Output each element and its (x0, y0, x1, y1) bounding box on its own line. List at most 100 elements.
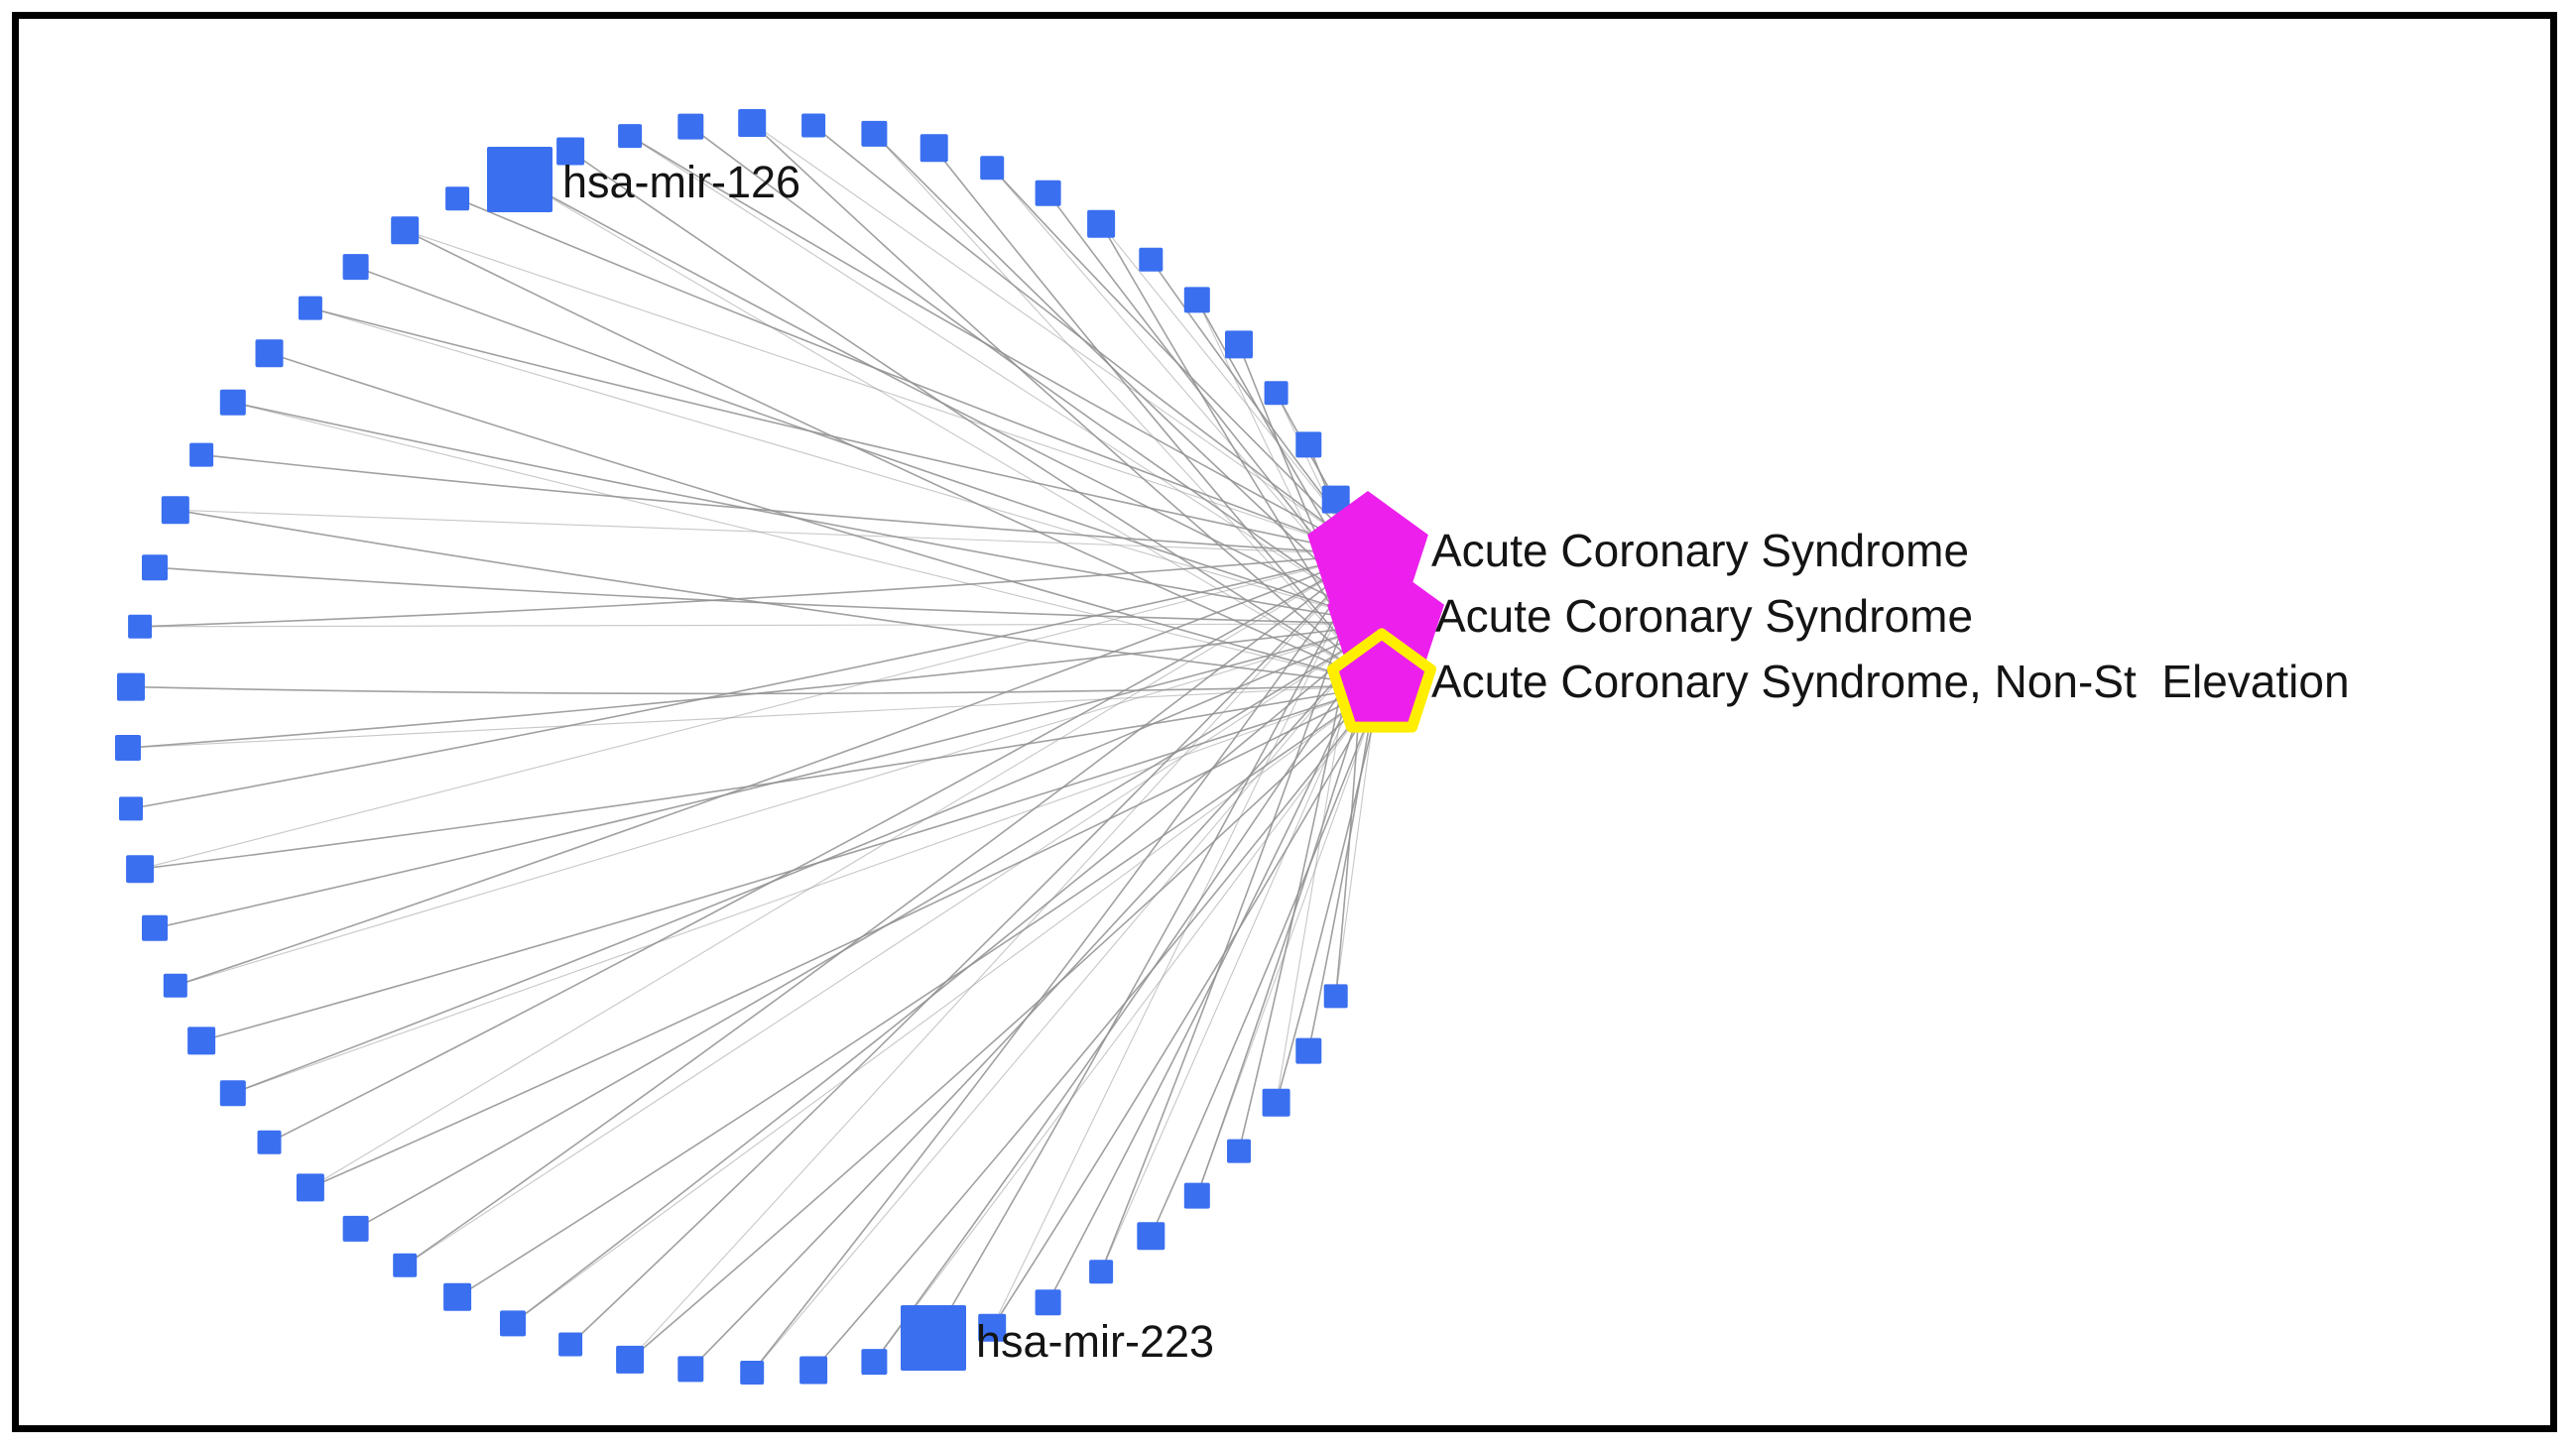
mirna-node[interactable] (119, 796, 143, 821)
mirna-node[interactable] (799, 1356, 828, 1385)
network-edge (269, 553, 1369, 1144)
mirna-node[interactable] (1227, 1139, 1251, 1163)
network-edge (456, 197, 1369, 555)
mirna-node[interactable] (558, 1332, 583, 1357)
mirna-node[interactable] (738, 109, 767, 137)
mirna-node[interactable] (677, 1356, 704, 1383)
mirna-node[interactable] (1321, 485, 1350, 514)
mirna-node[interactable] (1295, 431, 1322, 458)
mirna-node[interactable] (740, 1361, 765, 1385)
mirna-node[interactable] (1264, 381, 1288, 406)
network-edge (751, 122, 1369, 555)
mirna-node[interactable] (861, 120, 888, 147)
network-edge (1150, 684, 1383, 1237)
disease-label-acs-2: Acute Coronary Syndrome (1435, 590, 1973, 642)
mirna-node[interactable] (296, 1173, 324, 1202)
network-edge (232, 684, 1383, 1094)
mirna-node[interactable] (556, 137, 585, 166)
mirna-node[interactable] (161, 496, 189, 525)
mirna-node[interactable] (163, 973, 187, 998)
mirna-node[interactable] (677, 113, 704, 140)
mirna-node[interactable] (1139, 247, 1164, 272)
network-edge (175, 623, 1387, 987)
mirna-node[interactable] (618, 124, 643, 149)
network-edge (309, 553, 1369, 1188)
mirna-node[interactable] (1183, 287, 1210, 313)
mirna-node[interactable] (115, 735, 141, 761)
mirna-node[interactable] (393, 1253, 418, 1277)
disease-node-acs-nste[interactable] (1327, 628, 1436, 733)
network-edge (404, 623, 1387, 1267)
network-edge (991, 553, 1369, 1329)
label-layer: hsa-mir-126 hsa-mir-223 Acute Coronary Syn… (562, 157, 2350, 1367)
network-edge (873, 133, 1387, 625)
mirna-node[interactable] (1035, 180, 1061, 206)
mirna-node-labeled[interactable] (901, 1305, 966, 1371)
mirna-node[interactable] (128, 614, 153, 639)
network-edge (873, 684, 1383, 1363)
network-edge (154, 566, 1387, 625)
network-edge (932, 553, 1369, 1339)
mirna-node[interactable] (1262, 1088, 1290, 1117)
network-edge (355, 266, 1387, 625)
mirna-node[interactable] (1295, 1037, 1322, 1064)
network-edge (175, 509, 1369, 555)
mirna-node[interactable] (445, 186, 470, 211)
mirna-node[interactable] (1087, 209, 1116, 238)
mirna-node[interactable] (142, 554, 168, 581)
mirna-node[interactable] (980, 156, 1005, 181)
network-edge (269, 352, 1383, 686)
network-edge (404, 229, 1383, 686)
mirna-node[interactable] (342, 254, 369, 281)
network-edge (139, 553, 1369, 870)
mirna-node[interactable] (500, 1310, 526, 1337)
mirna-node[interactable] (920, 134, 948, 163)
mirna-node[interactable] (219, 1080, 246, 1107)
network-edge (629, 684, 1383, 1361)
mirna-node[interactable] (189, 442, 214, 467)
mirna-node[interactable] (257, 1130, 282, 1154)
network-edge (130, 684, 1383, 695)
mirna-node[interactable] (1035, 1289, 1061, 1316)
mirna-node[interactable] (1089, 1260, 1114, 1284)
mirna-node[interactable] (117, 672, 145, 701)
mirna-node[interactable] (255, 339, 284, 368)
network-edge (569, 150, 1383, 686)
mirna-node[interactable] (1137, 1222, 1165, 1251)
mirna-node[interactable] (1323, 984, 1348, 1009)
mirna-node[interactable] (861, 1349, 888, 1376)
mirna-node[interactable] (342, 1215, 369, 1242)
network-edge (404, 553, 1369, 1267)
network-edge (309, 306, 1369, 555)
network-edge (355, 623, 1387, 1230)
mirna-node-labeled[interactable] (487, 147, 552, 212)
mirna-node[interactable] (391, 216, 420, 245)
mirna-node[interactable] (219, 389, 246, 416)
mirna-label-hsa-mir-223: hsa-mir-223 (976, 1316, 1214, 1367)
network-edge (812, 124, 1369, 555)
network-edge (309, 684, 1383, 1189)
network-edge (405, 229, 1369, 555)
network-edge (1275, 684, 1383, 1104)
network-edge (201, 453, 1369, 555)
disease-label-acs-nste: Acute Coronary Syndrome, Non-St Elevatio… (1431, 656, 2350, 707)
mirna-label-hsa-mir-126: hsa-mir-126 (562, 157, 800, 207)
mirna-node[interactable] (801, 113, 826, 138)
mirna-node[interactable] (443, 1282, 472, 1311)
mirna-node[interactable] (1183, 1182, 1210, 1209)
network-edge (689, 623, 1387, 1370)
mirna-node[interactable] (187, 1027, 216, 1055)
network-edge (629, 135, 1387, 625)
network-edge (873, 133, 1383, 686)
mirna-node[interactable] (298, 296, 322, 320)
network-edge (629, 553, 1369, 1361)
mirna-node[interactable] (1225, 330, 1253, 359)
mirna-node[interactable] (616, 1345, 645, 1374)
network-edge (127, 684, 1383, 749)
network-edge (933, 147, 1383, 686)
network-edge (1046, 623, 1387, 1303)
mirna-node[interactable] (126, 855, 155, 884)
mirna-node[interactable] (142, 914, 168, 941)
mirna-node[interactable] (978, 1313, 1007, 1342)
network-edge (512, 623, 1387, 1325)
